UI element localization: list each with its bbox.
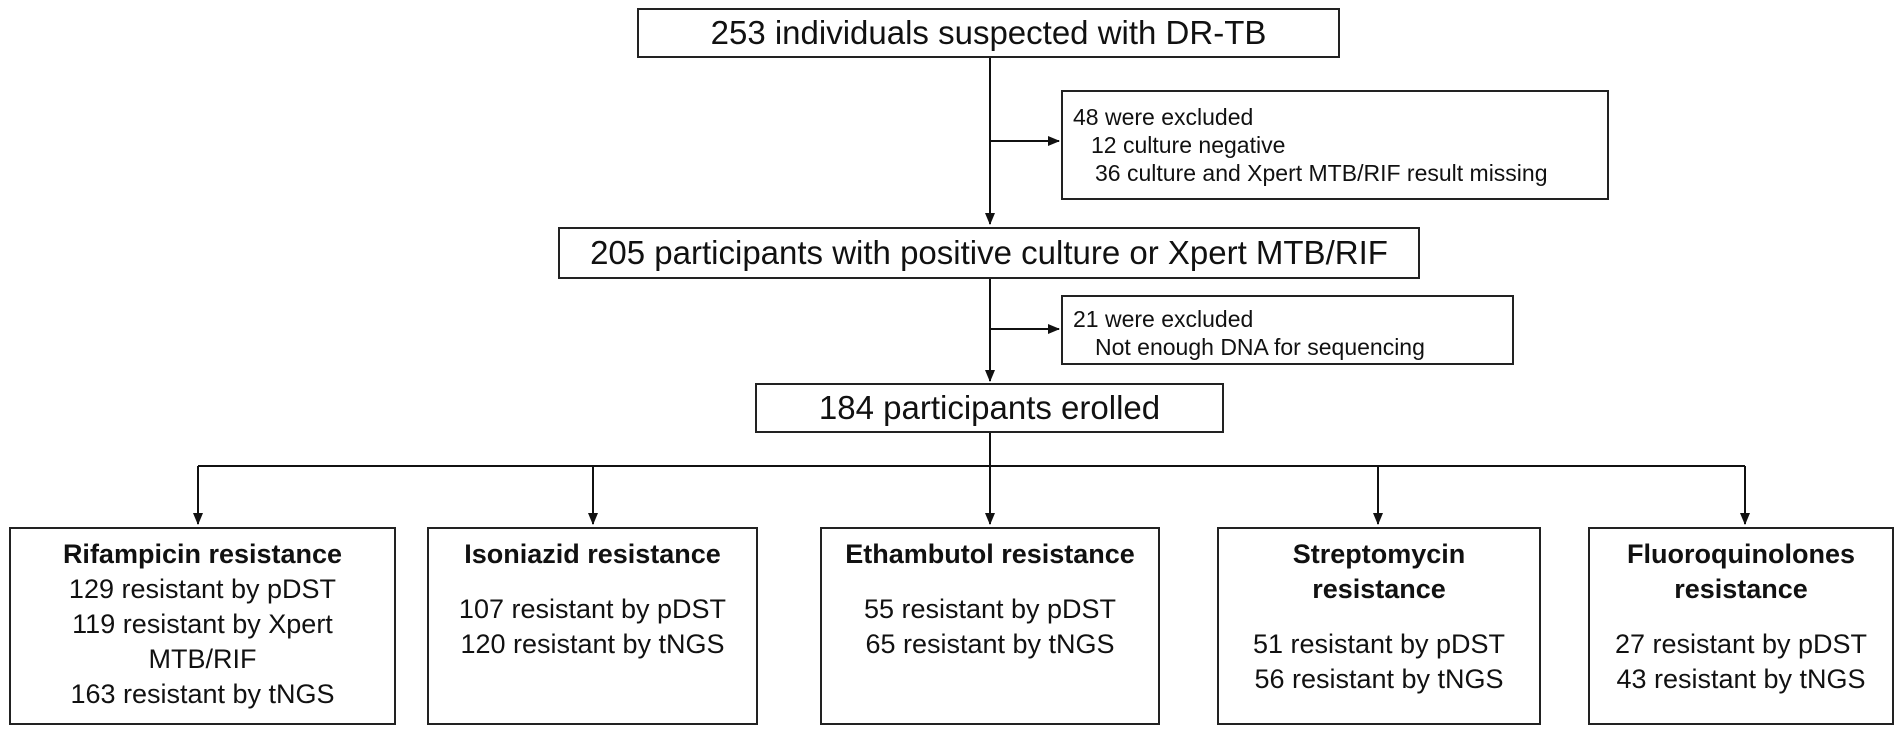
- drug-title: Isoniazid resistance: [464, 539, 721, 569]
- drug-result-line: 120 resistant by tNGS: [460, 629, 725, 659]
- enrolled-box: 184 participants erolled: [755, 383, 1224, 433]
- excluded-2-line: Not enough DNA for sequencing: [1095, 334, 1425, 360]
- excluded-1-line: 12 culture negative: [1091, 132, 1286, 158]
- drug-result-line: 27 resistant by pDST: [1614, 629, 1868, 659]
- top-box: 253 individuals suspected with DR-TB: [637, 8, 1340, 58]
- excluded-1-line: 36 culture and Xpert MTB/RIF result miss…: [1095, 160, 1548, 186]
- mid-box: 205 participants with positive culture o…: [558, 227, 1420, 279]
- drug-title: Rifampicin resistance: [62, 539, 343, 569]
- drug-result-line: 56 resistant by tNGS: [1254, 664, 1504, 694]
- drug-result-line: 43 resistant by tNGS: [1616, 664, 1866, 694]
- excluded-1-heading: 48 were excluded: [1073, 104, 1254, 130]
- top-box-label: 253 individuals suspected with DR-TB: [710, 14, 1267, 51]
- drug-result-line: 163 resistant by tNGS: [70, 679, 335, 709]
- drug-result-line: 129 resistant by pDST: [68, 574, 337, 604]
- drug-result-line: 51 resistant by pDST: [1252, 629, 1506, 659]
- drug-title: Fluoroquinolones: [1627, 539, 1855, 569]
- drug-box-streptomycin: Streptomycin resistance 51 resistant by …: [1217, 527, 1541, 725]
- drug-result-line: 65 resistant by tNGS: [865, 629, 1115, 659]
- drug-title: resistance: [1312, 574, 1446, 604]
- drug-result-line: 55 resistant by pDST: [863, 594, 1117, 624]
- drug-result-line: MTB/RIF: [148, 644, 257, 674]
- drug-result-line: 119 resistant by Xpert: [72, 609, 333, 639]
- drug-box-isoniazid: Isoniazid resistance 107 resistant by pD…: [427, 527, 758, 725]
- excluded-box-2: 21 were excluded Not enough DNA for sequ…: [1061, 295, 1514, 365]
- drug-box-fluoroquinolones: Fluoroquinolones resistance 27 resistant…: [1588, 527, 1894, 725]
- drug-box-ethambutol: Ethambutol resistance 55 resistant by pD…: [820, 527, 1160, 725]
- excluded-2-heading: 21 were excluded: [1073, 306, 1254, 332]
- drug-title: Ethambutol resistance: [845, 539, 1135, 569]
- mid-box-label: 205 participants with positive culture o…: [590, 234, 1388, 271]
- drug-title: resistance: [1674, 574, 1808, 604]
- excluded-box-1: 48 were excluded 12 culture negative 36 …: [1061, 90, 1609, 200]
- drug-box-rifampicin: Rifampicin resistance 129 resistant by p…: [9, 527, 396, 725]
- enrolled-box-label: 184 participants erolled: [818, 389, 1161, 426]
- drug-title: Streptomycin: [1292, 539, 1466, 569]
- drug-result-line: 107 resistant by pDST: [458, 594, 727, 624]
